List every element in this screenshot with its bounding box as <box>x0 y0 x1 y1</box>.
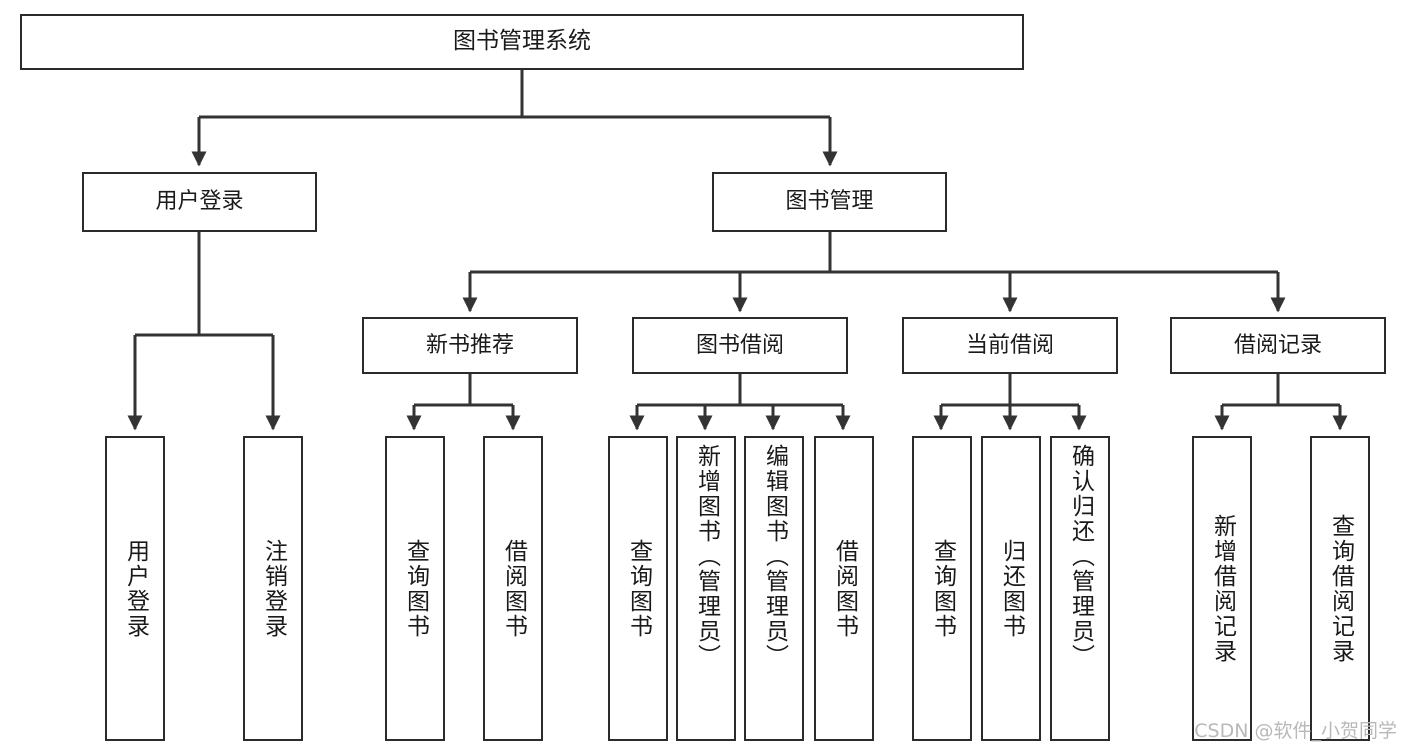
node-label: 图书管理 <box>785 189 874 215</box>
leaf-query-borrow-record[interactable]: 查询借阅记录 <box>1310 436 1370 741</box>
node-label: 查询借阅记录 <box>1327 513 1354 664</box>
node-label: 图书管理系统 <box>453 28 591 55</box>
node-label: 用户登录 <box>122 538 149 639</box>
leaf-edit-book-admin[interactable]: 编辑图书（管理员） <box>744 436 804 741</box>
node-label: 查询图书 <box>402 538 429 639</box>
leaf-user-login[interactable]: 用户登录 <box>105 436 165 741</box>
node-label: 归还图书 <box>998 538 1025 639</box>
leaf-return-book[interactable]: 归还图书 <box>981 436 1041 741</box>
leaf-query-book-current[interactable]: 查询图书 <box>912 436 972 741</box>
leaf-add-book-admin[interactable]: 新增图书（管理员） <box>676 436 736 741</box>
node-label: 确认归还（管理员） <box>1067 444 1094 669</box>
node-label: 图书借阅 <box>695 332 784 358</box>
node-label: 借阅记录 <box>1233 332 1322 358</box>
node-label: 新增图书（管理员） <box>693 444 720 669</box>
node-label: 查询图书 <box>929 538 956 639</box>
node-label: 编辑图书（管理员） <box>761 444 788 669</box>
node-borrow-record[interactable]: 借阅记录 <box>1170 317 1386 374</box>
node-current-borrow[interactable]: 当前借阅 <box>902 317 1118 374</box>
leaf-add-borrow-record[interactable]: 新增借阅记录 <box>1192 436 1252 741</box>
node-label: 注销登录 <box>260 538 287 639</box>
node-root-system[interactable]: 图书管理系统 <box>20 14 1024 70</box>
leaf-query-book-recommend[interactable]: 查询图书 <box>385 436 445 741</box>
leaf-confirm-return-admin[interactable]: 确认归还（管理员） <box>1050 436 1110 741</box>
node-label: 新增借阅记录 <box>1209 513 1236 664</box>
node-label: 借阅图书 <box>831 538 858 639</box>
node-book-management[interactable]: 图书管理 <box>712 172 947 232</box>
watermark-text: CSDN @软件_小贺同学 <box>1194 720 1397 742</box>
node-new-book-recommend[interactable]: 新书推荐 <box>362 317 578 374</box>
node-label: 借阅图书 <box>500 538 527 639</box>
leaf-logout-login[interactable]: 注销登录 <box>243 436 303 741</box>
node-user-login[interactable]: 用户登录 <box>82 172 317 232</box>
leaf-query-book-borrow[interactable]: 查询图书 <box>608 436 668 741</box>
leaf-borrow-book-recommend[interactable]: 借阅图书 <box>483 436 543 741</box>
node-label: 新书推荐 <box>425 332 514 358</box>
leaf-borrow-book[interactable]: 借阅图书 <box>814 436 874 741</box>
node-label: 当前借阅 <box>965 332 1054 358</box>
node-book-borrow[interactable]: 图书借阅 <box>632 317 848 374</box>
node-label: 查询图书 <box>625 538 652 639</box>
node-label: 用户登录 <box>155 189 244 215</box>
